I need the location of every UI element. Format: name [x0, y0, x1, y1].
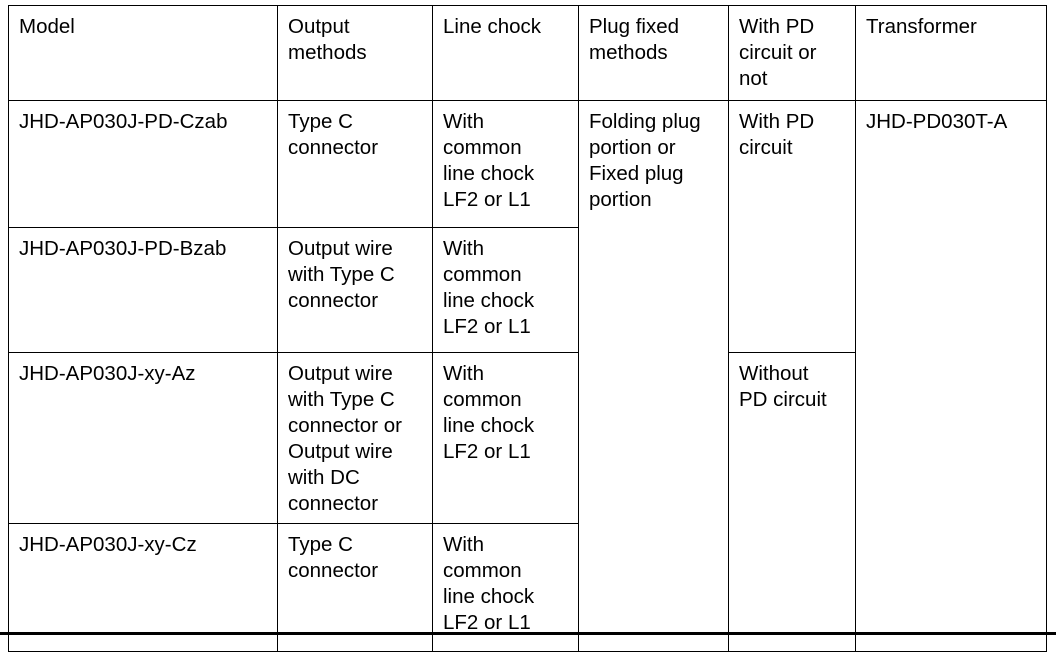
column-header-model: Model — [8, 5, 278, 101]
table-row: JHD-AP030J-xy-Cz Type C connector With c… — [8, 523, 1047, 652]
cell-pd-circuit-without-merged: Without PD circuit — [728, 352, 856, 652]
cell-model: JHD-AP030J-xy-Az — [8, 352, 278, 524]
column-header-output-methods-label: Output methods — [288, 15, 367, 64]
cell-transformer-merged: JHD-PD030T-A — [855, 100, 1047, 652]
cell-output-methods: Type C connector — [277, 100, 433, 228]
cell-model: JHD-AP030J-xy-Cz — [8, 523, 278, 652]
cell-line-chock: With common line chock LF2 or L1 — [432, 100, 579, 228]
cell-pd-circuit-with-merged: With PD circuit — [728, 100, 856, 353]
column-header-plug-fixed-methods-label: Plug fixed methods — [589, 15, 680, 64]
cell-output-methods-value: Type C connector — [288, 533, 379, 582]
cell-transformer-value: JHD-PD030T-A — [866, 110, 1008, 133]
table-header-row: Model Output methods Line chock Plug fix… — [8, 5, 1047, 101]
column-header-line-chock-label: Line chock — [443, 15, 542, 38]
cell-line-chock: With common line chock LF2 or L1 — [432, 523, 579, 652]
cell-pd-circuit-without-value: Without PD circuit — [739, 362, 827, 411]
table-row: JHD-AP030J-PD-Czab Type C connector With… — [8, 100, 1047, 652]
cell-output-methods: Output wire with Type C connector or Out… — [277, 352, 433, 524]
cell-line-chock-value: With common line chock LF2 or L1 — [443, 237, 535, 338]
column-header-transformer: Transformer — [855, 5, 1047, 101]
cell-model-value: JHD-AP030J-PD-Bzab — [19, 237, 227, 260]
cell-model-value: JHD-AP030J-xy-Az — [19, 362, 196, 385]
column-header-pd-circuit-label: With PD circuit or not — [739, 15, 817, 90]
column-header-plug-fixed-methods: Plug fixed methods — [578, 5, 729, 101]
cell-output-methods: Output wire with Type C connector — [277, 227, 433, 353]
cell-model: JHD-AP030J-PD-Czab — [8, 100, 278, 228]
column-header-line-chock: Line chock — [432, 5, 579, 101]
table-row: JHD-AP030J-PD-Bzab Output wire with Type… — [8, 227, 1047, 353]
spec-table-container: Model Output methods Line chock Plug fix… — [8, 5, 1047, 652]
model-specification-table: Model Output methods Line chock Plug fix… — [8, 5, 1047, 652]
cell-pd-circuit-with-value: With PD circuit — [739, 110, 815, 159]
column-header-model-label: Model — [19, 15, 75, 38]
cell-line-chock-value: With common line chock LF2 or L1 — [443, 533, 535, 634]
column-header-transformer-label: Transformer — [866, 15, 977, 38]
cell-line-chock: With common line chock LF2 or L1 — [432, 227, 579, 353]
cell-model-value: JHD-AP030J-PD-Czab — [19, 110, 228, 133]
page-bottom-rule — [0, 632, 1056, 635]
column-header-pd-circuit: With PD circuit or not — [728, 5, 856, 101]
cell-plug-fixed-methods-merged: Folding plug portion or Fixed plug porti… — [578, 100, 729, 652]
cell-output-methods: Type C connector — [277, 523, 433, 652]
cell-model-value: JHD-AP030J-xy-Cz — [19, 533, 197, 556]
table-row: JHD-AP030J-xy-Az Output wire with Type C… — [8, 352, 1047, 652]
cell-model: JHD-AP030J-PD-Bzab — [8, 227, 278, 353]
cell-output-methods-value: Output wire with Type C connector or Out… — [288, 362, 402, 515]
cell-line-chock-value: With common line chock LF2 or L1 — [443, 362, 535, 463]
column-header-output-methods: Output methods — [277, 5, 433, 101]
cell-line-chock-value: With common line chock LF2 or L1 — [443, 110, 535, 211]
cell-line-chock: With common line chock LF2 or L1 — [432, 352, 579, 524]
cell-output-methods-value: Type C connector — [288, 110, 379, 159]
cell-plug-fixed-methods-value: Folding plug portion or Fixed plug porti… — [589, 110, 701, 211]
cell-output-methods-value: Output wire with Type C connector — [288, 237, 395, 312]
